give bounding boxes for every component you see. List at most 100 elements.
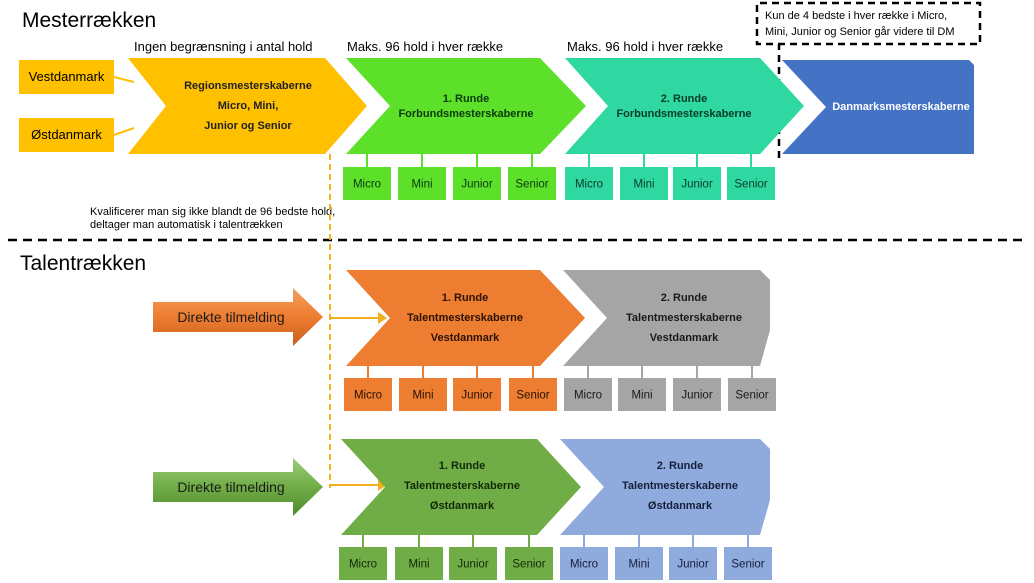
tm-east-round2-shape <box>560 439 770 535</box>
regional-stage-shape <box>128 58 367 154</box>
caption-no-limit: Ingen begrænsning i antal hold <box>134 39 313 54</box>
fm-round2-category-label-senior: Senior <box>734 179 767 191</box>
direct-signup-east-arrow <box>153 458 323 516</box>
tm-east-round2-category-box-mini <box>615 547 663 580</box>
fm-round1-category-label-junior: Junior <box>461 179 492 191</box>
tm-west-round1-category-label-mini: Mini <box>412 390 433 402</box>
tm-west-round1-category-box-senior <box>509 378 557 411</box>
fm-round2-line2: Forbundsmesterskaberne <box>616 108 751 120</box>
fm-round1-category-label-micro: Micro <box>353 179 381 191</box>
fm-round1-line1: 1. Runde <box>443 93 489 105</box>
region-east-box <box>19 118 114 152</box>
fm-round2-category-label-junior: Junior <box>681 179 712 191</box>
tm-west-round2-shape <box>563 270 770 366</box>
caption-qualify-line2: deltager man automatisk i talentrækken <box>90 219 283 231</box>
fm-round2-line1: 2. Runde <box>661 93 707 105</box>
west-connector <box>113 76 135 83</box>
fm-round1-category-box-junior <box>453 167 501 200</box>
tm-east-round2-category-box-micro <box>560 547 608 580</box>
tm-east-round1-category-box-junior <box>449 547 497 580</box>
tm-east-round2-category-label-senior: Senior <box>731 559 764 571</box>
tm-east-round2-category-box-senior <box>724 547 772 580</box>
tm-west-round1-category-box-micro <box>344 378 392 411</box>
mester-title: Mesterrækken <box>22 9 156 32</box>
tm-west-round1-category-label-junior: Junior <box>461 390 492 402</box>
tm-west-round2-category-box-junior <box>673 378 721 411</box>
dm-label: Danmarksmesterskaberne <box>832 101 970 113</box>
tm-west-round1-category-box-mini <box>399 378 447 411</box>
fm-round2-category-box-senior <box>727 167 775 200</box>
note-line1: Kun de 4 bedste i hver række i Micro, <box>765 10 947 22</box>
fm-round1-category-label-mini: Mini <box>411 179 432 191</box>
tm-east-round1-category-label-senior: Senior <box>512 559 545 571</box>
tm-west-round2-category-label-junior: Junior <box>681 390 712 402</box>
tm-west-round2-category-label-micro: Micro <box>574 390 602 402</box>
tm-west-round1-category-label-senior: Senior <box>516 390 549 402</box>
tm-west-round2-category-box-senior <box>728 378 776 411</box>
note-box <box>755 1 982 158</box>
regional-stage-line1: Regionsmesterskaberne <box>184 80 312 92</box>
fm-round1-shape <box>346 58 586 154</box>
tm-west-round2-category-box-mini <box>618 378 666 411</box>
tm-east-round2-line2: Talentmesterskaberne <box>622 480 738 492</box>
caption-qualify-line1: Kvalificerer man sig ikke blandt de 96 b… <box>90 206 335 218</box>
talent-title: Talentrækken <box>20 252 146 275</box>
tm-east-round2-category-box-junior <box>669 547 717 580</box>
tm-west-round1-shape <box>346 270 585 366</box>
fm-round2-category-box-micro <box>565 167 613 200</box>
tm-east-round1-line2: Talentmesterskaberne <box>404 480 520 492</box>
direct-signup-west-arrow <box>153 288 323 346</box>
caption-max-round1: Maks. 96 hold i hver række <box>347 39 503 54</box>
caption-max-round2: Maks. 96 hold i hver række <box>567 39 723 54</box>
east-connector <box>113 127 135 136</box>
tm-west-round1-category-box-junior <box>453 378 501 411</box>
fm-round1-category-label-senior: Senior <box>515 179 548 191</box>
note-line2: Mini, Junior og Senior går videre til DM <box>765 26 955 38</box>
fm-round1-category-box-micro <box>343 167 391 200</box>
tm-east-round1-category-label-mini: Mini <box>408 559 429 571</box>
talent-connector-west-head <box>378 312 387 324</box>
tm-west-round1-line3: Vestdanmark <box>431 332 500 344</box>
fm-round1-line2: Forbundsmesterskaberne <box>398 108 533 120</box>
fm-round2-category-box-mini <box>620 167 668 200</box>
tm-west-round2-category-label-mini: Mini <box>631 390 652 402</box>
regional-stage-line3: Junior og Senior <box>204 120 292 132</box>
tm-east-round2-category-label-mini: Mini <box>628 559 649 571</box>
tm-west-round2-line2: Talentmesterskaberne <box>626 312 742 324</box>
tm-west-round2-line1: 2. Runde <box>661 292 707 304</box>
tm-east-round1-category-label-junior: Junior <box>457 559 488 571</box>
fm-round1-category-box-senior <box>508 167 556 200</box>
fm-round1-category-box-mini <box>398 167 446 200</box>
direct-signup-west-label: Direkte tilmelding <box>177 309 284 325</box>
tm-east-round1-category-box-micro <box>339 547 387 580</box>
tm-east-round1-line3: Østdanmark <box>430 500 495 512</box>
tm-west-round1-line2: Talentmesterskaberne <box>407 312 523 324</box>
tm-east-round2-category-label-junior: Junior <box>677 559 708 571</box>
tm-west-round1-category-label-micro: Micro <box>354 390 382 402</box>
tm-west-round2-category-box-micro <box>564 378 612 411</box>
tm-east-round1-line1: 1. Runde <box>439 460 485 472</box>
region-west-box <box>19 60 114 94</box>
tm-west-round2-line3: Vestdanmark <box>650 332 719 344</box>
region-west-label: Vestdanmark <box>29 69 105 84</box>
regional-stage-line2: Micro, Mini, <box>218 100 279 112</box>
tm-east-round1-category-box-mini <box>395 547 443 580</box>
tm-east-round2-line1: 2. Runde <box>657 460 703 472</box>
tm-east-round2-line3: Østdanmark <box>648 500 713 512</box>
direct-signup-east-label: Direkte tilmelding <box>177 479 284 495</box>
fm-round2-category-label-micro: Micro <box>575 179 603 191</box>
fm-round2-shape <box>565 58 804 154</box>
dm-shape <box>782 60 974 154</box>
region-east-label: Østdanmark <box>31 127 102 142</box>
tm-east-round1-shape <box>341 439 581 535</box>
tm-west-round2-category-label-senior: Senior <box>735 390 768 402</box>
tm-east-round1-category-box-senior <box>505 547 553 580</box>
tm-east-round2-category-label-micro: Micro <box>570 559 598 571</box>
fm-round2-category-box-junior <box>673 167 721 200</box>
tm-west-round1-line1: 1. Runde <box>442 292 488 304</box>
talent-connector-east-head <box>378 479 387 491</box>
fm-round2-category-label-mini: Mini <box>633 179 654 191</box>
tm-east-round1-category-label-micro: Micro <box>349 559 377 571</box>
